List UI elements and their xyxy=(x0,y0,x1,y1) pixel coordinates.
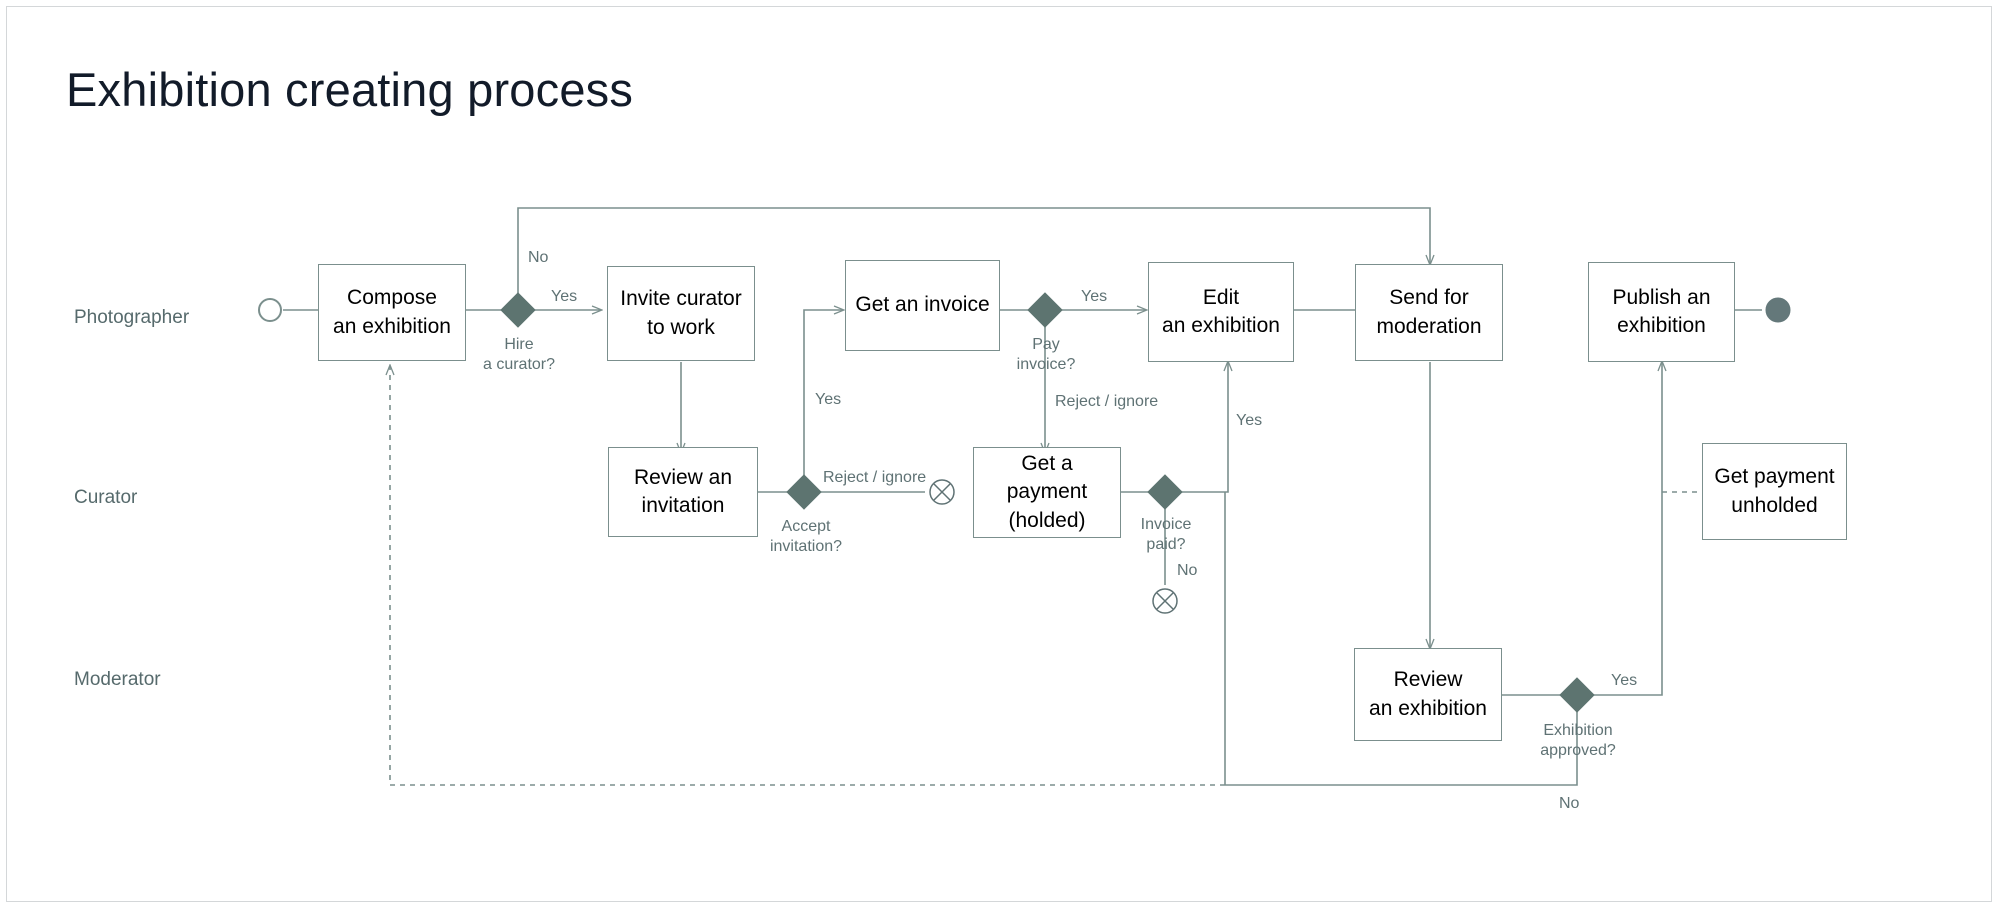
terminate-node-invitation-icon xyxy=(929,479,955,505)
decision-label-hire-a-curator: Hire a curator? xyxy=(482,336,556,373)
edge-hire-moderation xyxy=(517,207,1430,293)
decision-hire-a-curator-icon xyxy=(500,292,536,328)
edge-invoicepaid-edit xyxy=(1182,362,1228,493)
decision-label-invoice-paid: Invoice paid? xyxy=(1140,516,1192,553)
decision-pay-invoice-icon xyxy=(1027,292,1063,328)
end-node-icon xyxy=(1765,297,1791,323)
edge-label-no-invoice-paid: No xyxy=(1177,562,1198,579)
edge-label-yes-hire: Yes xyxy=(551,288,578,305)
node-edit-an-exhibition[interactable]: Edit an exhibition xyxy=(1148,262,1294,362)
terminate-node-invoice-icon xyxy=(1152,588,1178,614)
edge-accept-invoice xyxy=(803,310,843,475)
edge-label-yes-accept: Yes xyxy=(815,391,842,408)
lane-label-curator: Curator xyxy=(74,487,138,508)
edge-label-reject-invitation: Reject / ignore xyxy=(823,469,927,486)
edge-label-no-hire: No xyxy=(528,249,549,266)
start-node-icon xyxy=(258,298,282,322)
lane-label-moderator: Moderator xyxy=(74,669,161,690)
edge-label-yes-approved: Yes xyxy=(1611,672,1638,689)
edge-approved-compose-dashed xyxy=(390,366,1225,786)
decision-label-pay-invoice: Pay invoice? xyxy=(1016,336,1076,373)
node-publish-an-exhibition[interactable]: Publish an exhibition xyxy=(1588,262,1735,362)
node-send-for-moderation[interactable]: Send for moderation xyxy=(1355,264,1503,361)
edge-label-yes-invoice-paid: Yes xyxy=(1236,412,1263,429)
decision-accept-invitation-icon xyxy=(786,474,822,510)
decision-label-accept-invitation: Accept invitation? xyxy=(769,518,843,555)
edge-approved-publish xyxy=(1594,362,1662,696)
node-get-a-payment-holded[interactable]: Get a payment (holded) xyxy=(973,447,1121,538)
node-review-an-invitation[interactable]: Review an invitation xyxy=(608,447,758,537)
decision-exhibition-approved-icon xyxy=(1559,677,1595,713)
edge-label-yes-pay: Yes xyxy=(1081,288,1108,305)
node-review-an-exhibition[interactable]: Review an exhibition xyxy=(1354,648,1502,741)
edge-label-reject-pay: Reject / ignore xyxy=(1055,393,1159,410)
node-compose-an-exhibition[interactable]: Compose an exhibition xyxy=(318,264,466,361)
decision-invoice-paid-icon xyxy=(1147,474,1183,510)
node-get-an-invoice[interactable]: Get an invoice xyxy=(845,260,1000,351)
node-invite-curator-to-work[interactable]: Invite curator to work xyxy=(607,266,755,361)
node-get-payment-unholded[interactable]: Get payment unholded xyxy=(1702,443,1847,540)
decision-label-exhibition-approved: Exhibition approved? xyxy=(1540,722,1616,759)
lane-label-photographer: Photographer xyxy=(74,307,190,328)
edge-label-no-approved: No xyxy=(1559,795,1580,812)
edge-approved-no-solid xyxy=(1225,712,1578,786)
page-title: Exhibition creating process xyxy=(66,63,634,116)
